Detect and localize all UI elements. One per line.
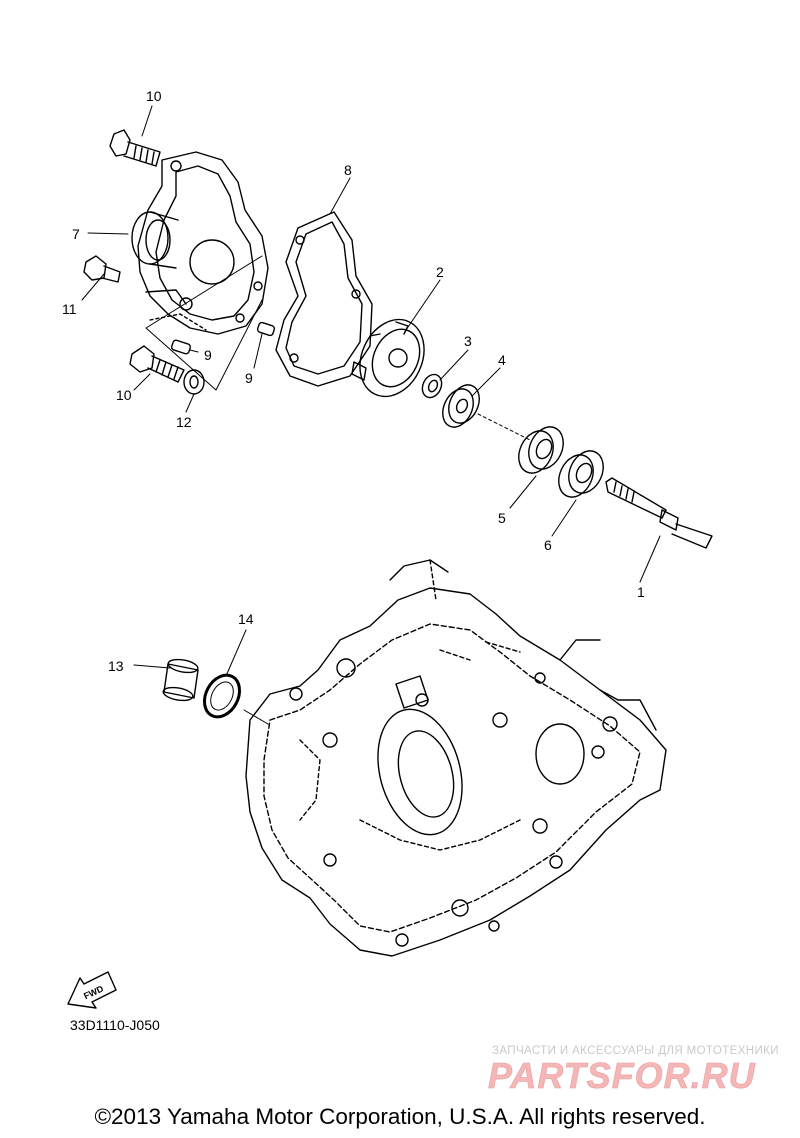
gasket (275, 211, 373, 387)
impeller (351, 318, 425, 398)
label-3: 3 (464, 333, 472, 349)
label-14: 14 (238, 611, 254, 627)
label-6: 6 (544, 537, 552, 553)
label-12: 12 (176, 414, 192, 430)
label-2: 2 (436, 264, 444, 280)
bolt-top (109, 129, 161, 167)
watermark-logo: PARTSFOR.RU (488, 1055, 756, 1096)
bearing-inner (518, 426, 564, 474)
collar (162, 658, 199, 702)
label-4: 4 (498, 352, 506, 368)
reference-code: 33D1110-J050 (70, 1017, 160, 1033)
copyright-notice: ©2013 Yamaha Motor Corporation, U.S.A. A… (94, 1104, 706, 1129)
bearing-outer (558, 450, 604, 498)
label-10-bottom: 10 (116, 387, 132, 403)
label-11: 11 (62, 301, 77, 317)
label-9-right: 9 (245, 370, 253, 386)
label-8: 8 (344, 162, 352, 178)
washer (183, 369, 205, 395)
impeller-shaft (605, 477, 713, 549)
o-ring (202, 673, 242, 719)
label-13: 13 (108, 658, 124, 674)
oil-seal (421, 373, 443, 399)
part-labels: 10 8 7 2 11 3 4 9 9 10 12 5 6 1 14 13 (62, 88, 645, 674)
pipe-fitting (131, 211, 179, 269)
label-7: 7 (72, 226, 80, 242)
bolt-bottom (129, 345, 185, 383)
crankcase (245, 559, 667, 957)
dowel-pin-right (256, 321, 276, 337)
fwd-arrow-icon (67, 971, 117, 1009)
bolt-middle (83, 255, 121, 283)
oil-seal-large (442, 384, 480, 428)
label-5: 5 (498, 510, 506, 526)
label-9-left: 9 (204, 347, 212, 363)
label-1: 1 (637, 584, 645, 600)
leader-lines (81, 105, 661, 725)
fwd-badge-text: FWD (82, 983, 105, 1001)
label-10-top: 10 (146, 88, 162, 104)
watermark-tagline: ЗАПЧАСТИ И АКСЕССУАРЫ ДЛЯ МОТОТЕХНИКИ (492, 1045, 779, 1057)
water-pump-cover (137, 151, 269, 335)
